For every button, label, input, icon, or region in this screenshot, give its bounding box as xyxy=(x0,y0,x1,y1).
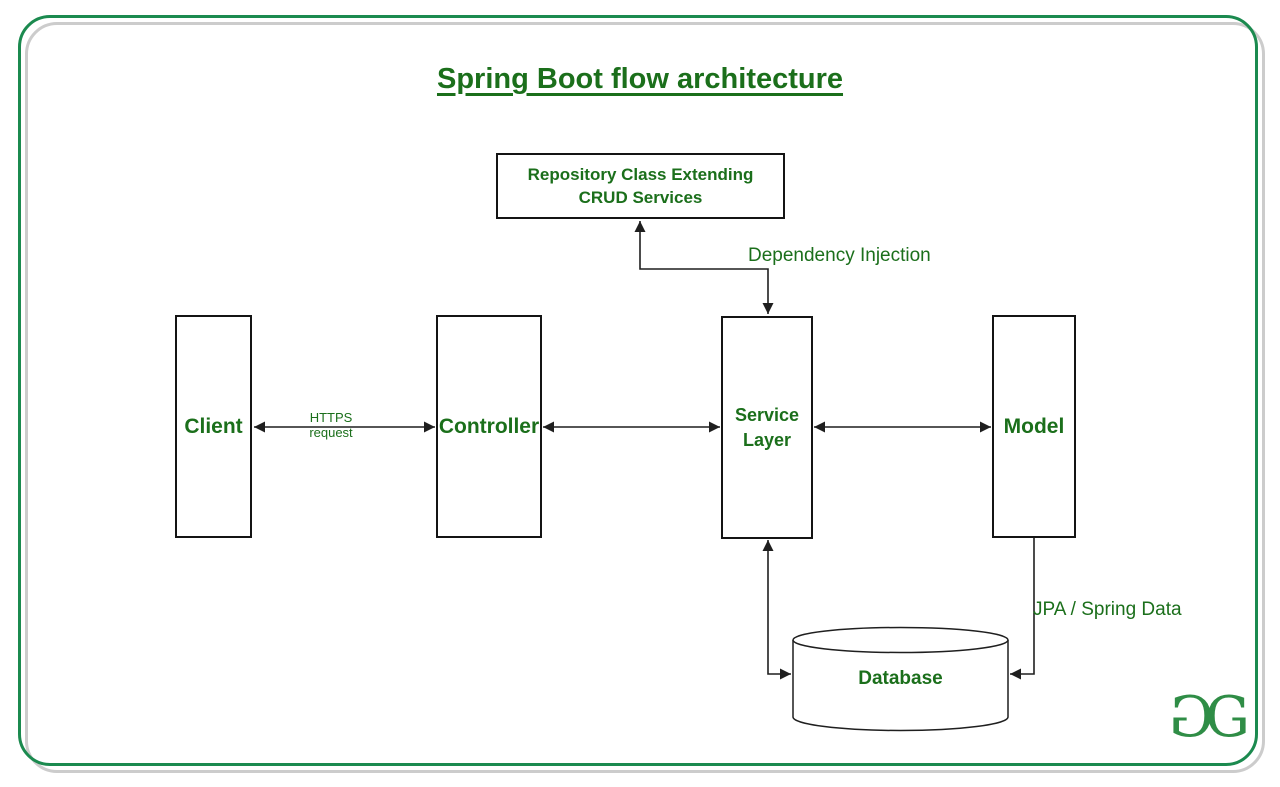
logo-mirrored-g-glyph: G xyxy=(1168,685,1214,750)
geeksforgeeks-logo: G G xyxy=(1168,685,1250,750)
model-label: Model xyxy=(1003,414,1065,438)
repository-label-line2: CRUD Services xyxy=(578,188,703,207)
node-repository: Repository Class Extending CRUD Services xyxy=(496,153,785,219)
edge-model-database xyxy=(1010,538,1035,680)
controller-label: Controller xyxy=(438,414,540,438)
database-cylinder xyxy=(792,626,1009,732)
frame-shadow xyxy=(25,22,1265,773)
https-request-label: HTTPS request xyxy=(281,410,381,440)
database-label: Database xyxy=(858,668,943,689)
edge-dependency-injection xyxy=(634,221,774,314)
edge-service-database xyxy=(762,540,791,680)
jpa-spring-data-label: JPA / Spring Data xyxy=(1033,599,1182,620)
logo-g-glyph: G xyxy=(1205,685,1250,750)
node-controller: Controller xyxy=(436,315,542,538)
service-label-line2: Layer xyxy=(742,429,792,450)
https-request-line1: HTTPS xyxy=(309,410,353,425)
slide-frame-border xyxy=(18,15,1258,766)
node-model: Model xyxy=(992,315,1076,538)
node-client: Client xyxy=(175,315,252,538)
service-label-line1: Service xyxy=(734,404,800,425)
repository-label-line1: Repository Class Extending xyxy=(527,165,754,184)
dependency-injection-label: Dependency Injection xyxy=(748,245,931,266)
node-service-layer: Service Layer xyxy=(721,316,813,539)
page-title: Spring Boot flow architecture xyxy=(436,63,844,95)
https-request-line2: request xyxy=(309,425,353,440)
client-label: Client xyxy=(184,414,243,438)
